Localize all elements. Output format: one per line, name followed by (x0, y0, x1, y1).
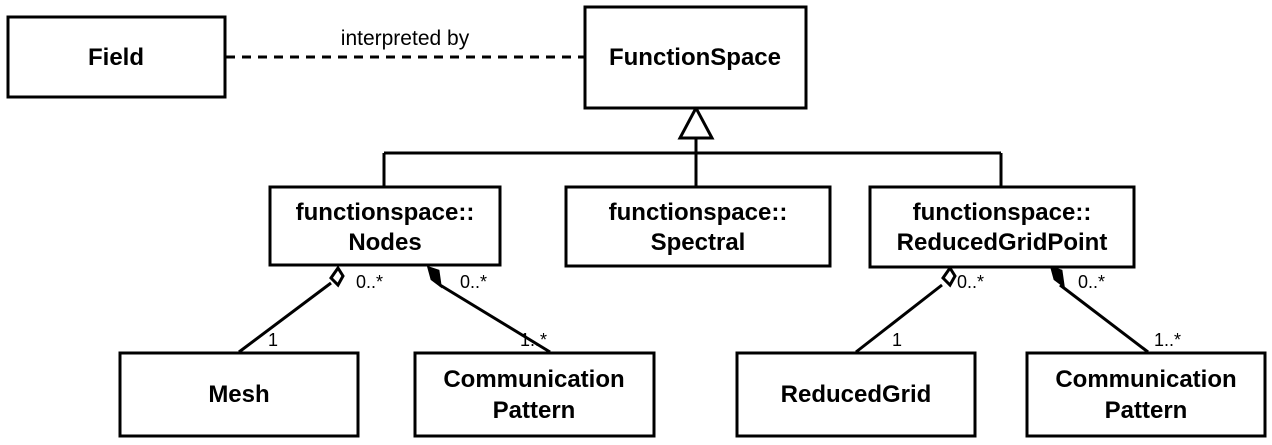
multiplicity-rgp-grid-bottom: 1 (892, 330, 902, 350)
interpreted-by-label: interpreted by (341, 27, 470, 50)
aggregation-diamond-nodes-mesh-icon (329, 265, 345, 288)
class-function-space-label: FunctionSpace (609, 44, 781, 71)
class-mesh-label: Mesh (208, 381, 269, 408)
generalization-arrowhead-icon (677, 104, 715, 140)
class-reduced-grid-label: ReducedGrid (781, 381, 932, 408)
class-spectral-label-line2: Spectral (651, 229, 746, 256)
multiplicity-rgp-comm-top: 0..* (1078, 272, 1105, 292)
multiplicity-nodes-mesh-top: 0..* (356, 272, 383, 292)
class-communication-pattern-left: Communication Pattern (413, 351, 656, 438)
inheritance-edges (382, 104, 1003, 187)
class-field-label: Field (88, 44, 144, 71)
class-reduced-grid: ReducedGrid (735, 351, 977, 438)
class-field: Field (6, 15, 227, 99)
multiplicity-nodes-comm-top: 0..* (460, 272, 487, 292)
class-spectral: functionspace:: Spectral (564, 185, 832, 268)
class-reduced-grid-point: functionspace:: ReducedGridPoint (868, 185, 1136, 269)
composition-diamond-rgp-comm-icon (1049, 265, 1065, 289)
class-communication-pattern-right: Communication Pattern (1025, 351, 1267, 438)
class-communication-pattern-left-line1: Communication (443, 366, 624, 393)
class-nodes-label-line2: Nodes (348, 229, 421, 256)
composition-diamond-nodes-comm-icon (426, 265, 442, 289)
multiplicity-nodes-comm-bottom: 1..* (520, 330, 547, 350)
class-spectral-label-line1: functionspace:: (609, 199, 788, 226)
class-communication-pattern-left-line2: Pattern (493, 397, 576, 424)
class-communication-pattern-right-line2: Pattern (1105, 397, 1188, 424)
aggregation-diamond-rgp-grid-icon (941, 265, 957, 288)
class-nodes: functionspace:: Nodes (268, 185, 502, 267)
class-function-space: FunctionSpace (583, 5, 808, 110)
class-reduced-grid-point-label-line1: functionspace:: (913, 199, 1092, 226)
class-mesh: Mesh (118, 351, 360, 438)
multiplicity-rgp-grid-top: 0..* (957, 272, 984, 292)
multiplicity-rgp-comm-bottom: 1..* (1154, 330, 1181, 350)
multiplicity-nodes-mesh-bottom: 1 (268, 330, 278, 350)
class-nodes-label-line1: functionspace:: (296, 199, 475, 226)
class-communication-pattern-right-line1: Communication (1055, 366, 1236, 393)
class-reduced-grid-point-label-line2: ReducedGridPoint (897, 229, 1108, 256)
association-edges (238, 281, 1149, 354)
